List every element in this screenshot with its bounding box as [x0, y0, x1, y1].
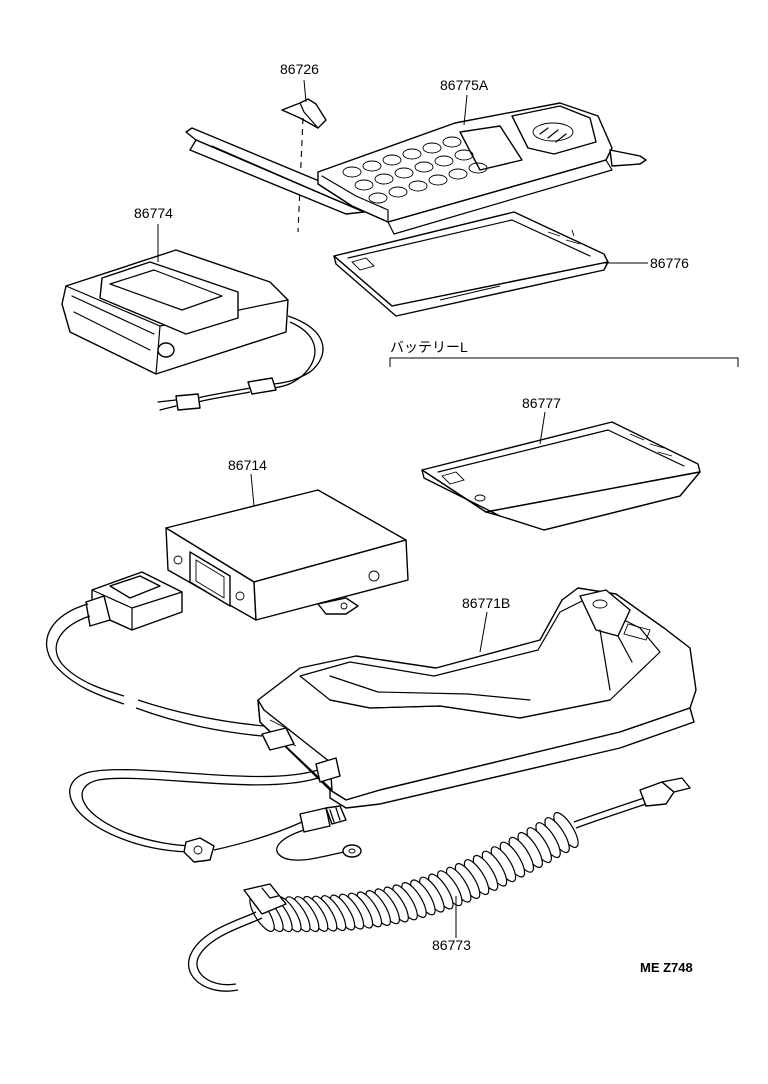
group-bracket: [389, 357, 739, 367]
control-unit-86714: [165, 489, 409, 621]
label-86774: 86774: [134, 205, 173, 221]
label-86777: 86777: [522, 395, 561, 411]
label-86714: 86714: [228, 457, 267, 473]
coil-cord-86773: [187, 777, 691, 992]
battery-L-86777: [421, 421, 701, 531]
label-86726: 86726: [280, 61, 319, 77]
diagram-code: ME Z748: [640, 960, 693, 975]
label-86773: 86773: [432, 937, 471, 953]
label-86771B: 86771B: [462, 595, 510, 611]
handset-86775A: [185, 102, 647, 235]
battery-86776: [333, 211, 609, 317]
leader-lines: [157, 79, 648, 938]
ground-cable: [69, 727, 362, 863]
group-label: バッテリーL: [390, 339, 468, 355]
label-86775A: 86775A: [440, 77, 489, 93]
label-86776: 86776: [650, 255, 689, 271]
clip-part-86726: [281, 98, 327, 233]
connector-cable: [45, 571, 265, 737]
charger-86774: [61, 249, 324, 411]
part-labels: 86726 86775A 86774 86776 86777 86714 867…: [134, 61, 693, 975]
